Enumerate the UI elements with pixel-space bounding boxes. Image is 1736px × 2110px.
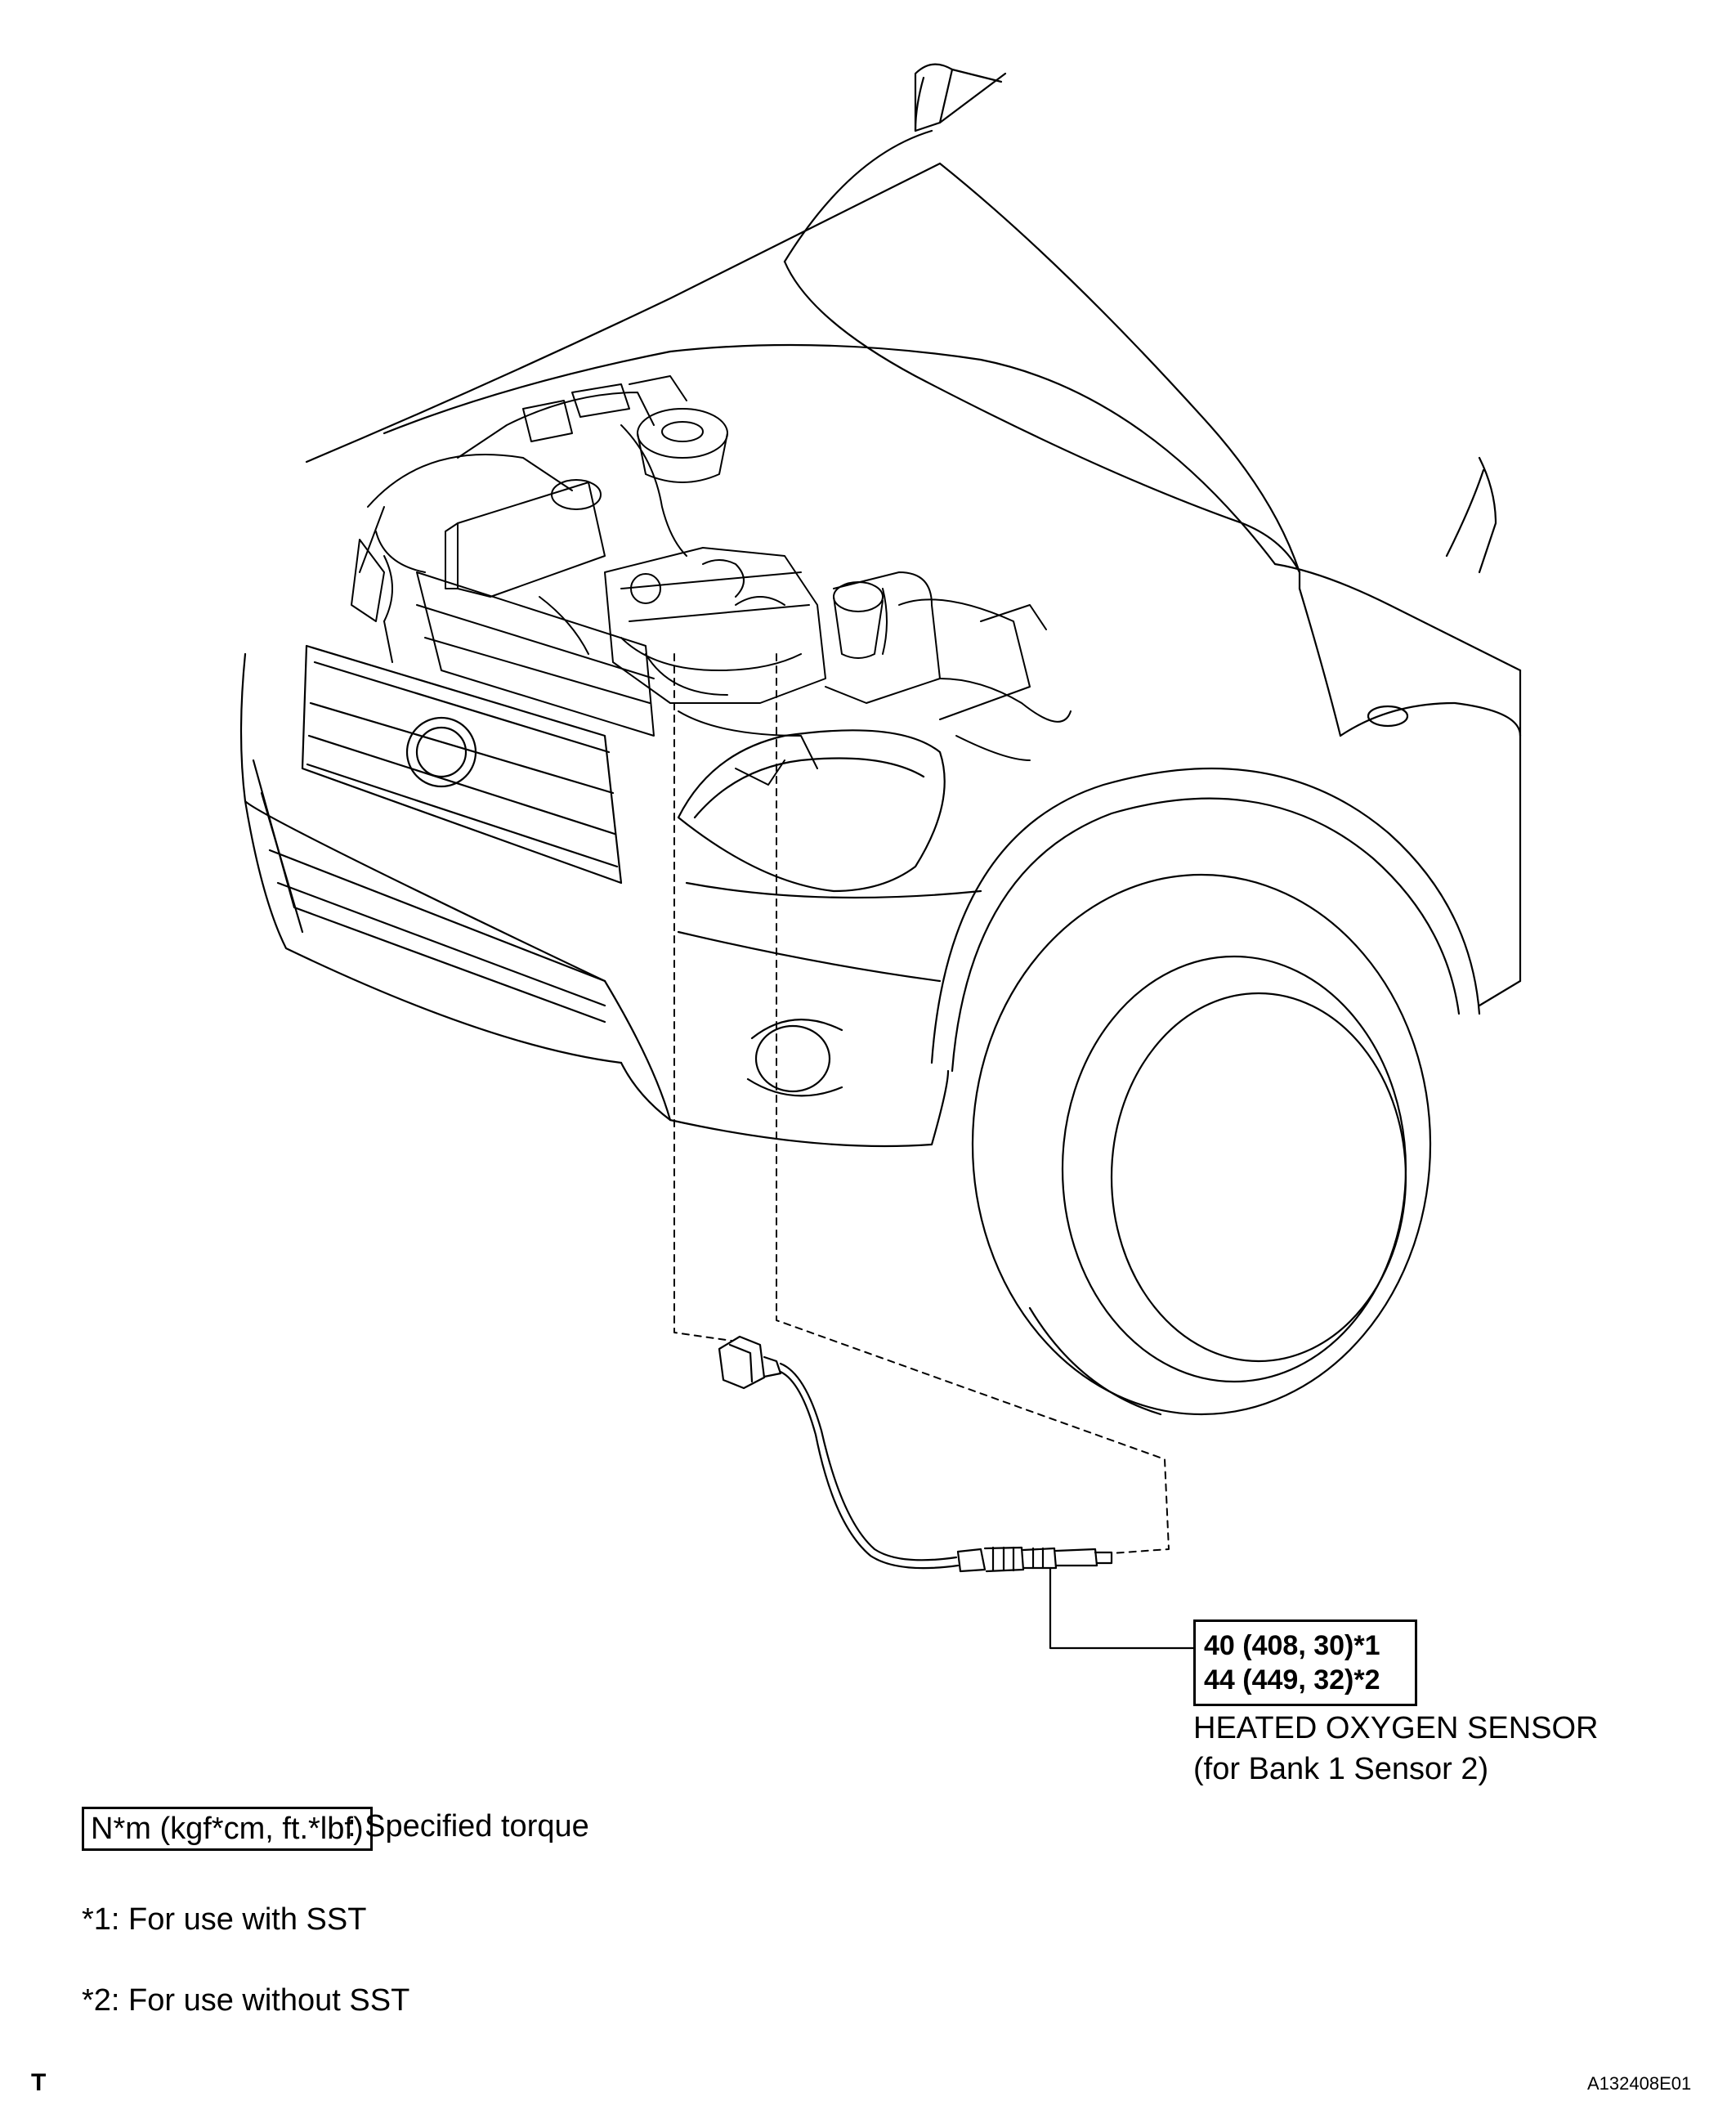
- fender-body: [1273, 456, 1522, 1007]
- engine-bay: [351, 375, 1072, 786]
- leader-lines: [673, 653, 1170, 1554]
- strut-tower: [637, 408, 728, 459]
- windshield-pillar: [914, 63, 1007, 132]
- footnote-2: *2: For use without SST: [82, 1983, 410, 2018]
- headlight: [677, 729, 946, 893]
- oxygen-sensor: [718, 1335, 1113, 1573]
- front-bumper: [239, 652, 982, 1148]
- coolant-reservoir: [457, 482, 606, 598]
- hood-outline: [305, 129, 1301, 590]
- torque-value-without-sst: 44 (449, 32)*2: [1204, 1664, 1380, 1696]
- fog-lamp: [754, 1024, 831, 1093]
- brand-emblem: [405, 716, 477, 788]
- front-grille: [252, 644, 623, 1024]
- front-wheel: [930, 767, 1481, 1416]
- footnote-1: *1: For use with SST: [82, 1902, 367, 1937]
- torque-callout-line: [1049, 1566, 1195, 1650]
- legend-unit-box: N*m (kgf*cm, ft.*lbf): [82, 1807, 373, 1851]
- corner-mark: T: [31, 2069, 47, 2096]
- part-name-label: HEATED OXYGEN SENSOR: [1193, 1711, 1599, 1745]
- figure-id: A132408E01: [1587, 2073, 1692, 2094]
- legend-description: : Specified torque: [347, 1809, 589, 1843]
- torque-value-with-sst: 40 (408, 30)*1: [1204, 1630, 1380, 1661]
- part-subtitle-label: (for Bank 1 Sensor 2): [1193, 1752, 1489, 1786]
- torque-spec-box: 40 (408, 30)*1 44 (449, 32)*2: [1193, 1619, 1417, 1706]
- engine-cover: [604, 547, 826, 704]
